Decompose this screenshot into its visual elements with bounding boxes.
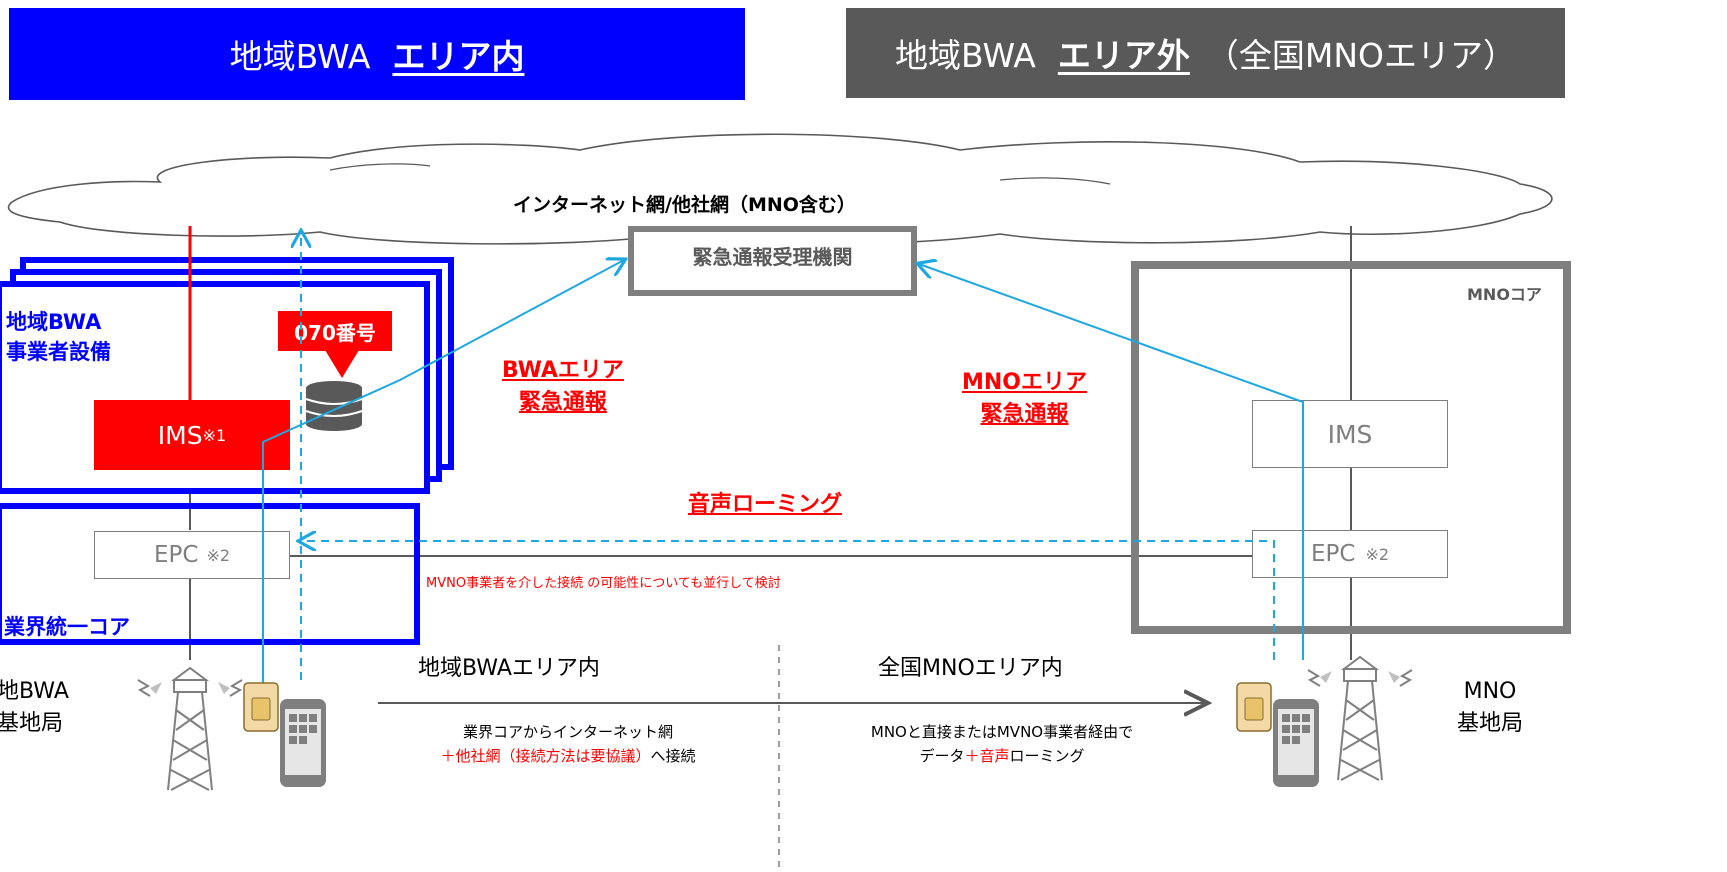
banner-right-emph: エリア外 bbox=[1057, 36, 1190, 75]
bwa-ims-label: IMS bbox=[157, 420, 203, 450]
left-desc-line2-black: へ接続 bbox=[650, 747, 696, 765]
banner-bwa-area-in: 地域BWA エリア内 bbox=[9, 8, 745, 100]
database-icon bbox=[305, 381, 363, 431]
bwa-sim-icon bbox=[243, 682, 279, 732]
bwa-epc-box: EPC ※2 bbox=[94, 531, 290, 579]
right-desc-line1: MNOと直接またはMVNO事業者経由で bbox=[870, 723, 1134, 741]
bwa-emergency-path bbox=[262, 260, 624, 700]
bwa-equipment-label: 地域BWA 事業者設備 bbox=[6, 307, 111, 367]
bwa-epc-label: EPC bbox=[153, 542, 199, 568]
area-bwa-label: 地域BWAエリア内 bbox=[418, 656, 600, 681]
mno-epc-note: ※2 bbox=[1365, 544, 1390, 564]
bwa-equipment-label-line1: 地域BWA bbox=[6, 310, 102, 334]
mno-core-box bbox=[1131, 261, 1571, 634]
number-070-arrow-icon bbox=[325, 350, 359, 378]
bwa-emergency-label-2: 緊急通報 bbox=[518, 390, 607, 415]
mno-tower-icon bbox=[1307, 655, 1413, 781]
voice-roaming-label: 音声ローミング bbox=[688, 492, 843, 517]
mno-base-line1: MNO bbox=[1463, 679, 1517, 704]
mno-smartphone-icon bbox=[1273, 699, 1319, 787]
mno-sim-icon bbox=[1236, 682, 1272, 732]
bwa-epc-note: ※2 bbox=[206, 545, 231, 565]
area-mno-label: 全国MNOエリア内 bbox=[878, 656, 1063, 681]
banner-right-suffix: （全国MNOエリア） bbox=[1205, 36, 1516, 75]
mno-ims-label: IMS bbox=[1327, 419, 1373, 449]
emergency-agency-box: 緊急通報受理機関 bbox=[628, 226, 917, 296]
bwa-base-station-label: 地BWA 基地局 bbox=[0, 676, 69, 740]
left-desc-line2-red: ＋他社網（接続方法は要協議） bbox=[440, 747, 651, 765]
voice-roaming-path bbox=[300, 541, 1275, 660]
right-desc-line2-b: ローミング bbox=[1009, 747, 1085, 765]
mno-emergency-label-2: 緊急通報 bbox=[980, 402, 1069, 427]
mvno-note: MVNO事業者を介した接続 の可能性についても並行して検討 bbox=[426, 576, 781, 591]
cloud-label: インターネット網/他社網（MNO含む） bbox=[513, 194, 856, 216]
mno-epc-box: EPC ※2 bbox=[1252, 530, 1448, 578]
bwa-equipment-label-line2: 事業者設備 bbox=[6, 340, 111, 364]
mno-epc-label: EPC bbox=[1310, 541, 1356, 567]
left-description: 業界コアからインターネット網 ＋他社網（接続方法は要協議）へ接続 bbox=[394, 720, 742, 768]
internet-cloud bbox=[7, 133, 1553, 246]
number-070-badge: 070番号 bbox=[278, 311, 392, 351]
bwa-unified-core-label: 業界統一コア bbox=[4, 615, 130, 639]
mno-ims-box: IMS bbox=[1252, 400, 1448, 468]
mno-emergency-path bbox=[919, 264, 1304, 660]
bwa-ims-note: ※1 bbox=[202, 425, 227, 445]
banner-left-prefix: 地域BWA bbox=[229, 37, 371, 76]
bwa-base-line1: 地BWA bbox=[0, 679, 69, 704]
bwa-base-line2: 基地局 bbox=[0, 711, 64, 736]
mno-emergency-label-1: MNOエリア bbox=[962, 370, 1088, 395]
banner-left-emph: エリア内 bbox=[392, 37, 525, 76]
banner-right-prefix: 地域BWA bbox=[894, 36, 1036, 75]
number-070-label: 070番号 bbox=[294, 320, 376, 345]
mno-base-station-label: MNO 基地局 bbox=[1450, 676, 1530, 740]
bwa-unified-core-box bbox=[0, 503, 420, 645]
emergency-agency-label: 緊急通報受理機関 bbox=[692, 244, 853, 269]
mno-emergency-label: MNOエリア 緊急通報 bbox=[962, 367, 1087, 431]
bwa-emergency-label: BWAエリア 緊急通報 bbox=[502, 355, 624, 419]
bwa-smartphone-icon bbox=[280, 699, 326, 787]
bwa-emergency-label-1: BWAエリア bbox=[502, 358, 624, 383]
right-desc-line2-red: ＋音声 bbox=[964, 747, 1010, 765]
mno-core-label: MNOコア bbox=[1467, 285, 1542, 304]
bwa-tower-icon bbox=[137, 666, 243, 791]
mno-base-line2: 基地局 bbox=[1456, 711, 1523, 736]
left-desc-line1: 業界コアからインターネット網 bbox=[462, 723, 673, 741]
right-desc-line2-a: データ bbox=[919, 747, 965, 765]
right-description: MNOと直接またはMVNO事業者経由で データ＋音声ローミング bbox=[812, 720, 1192, 768]
banner-bwa-area-out: 地域BWA エリア外 （全国MNOエリア） bbox=[846, 8, 1565, 98]
bwa-ims-box: IMS※1 bbox=[94, 400, 290, 470]
